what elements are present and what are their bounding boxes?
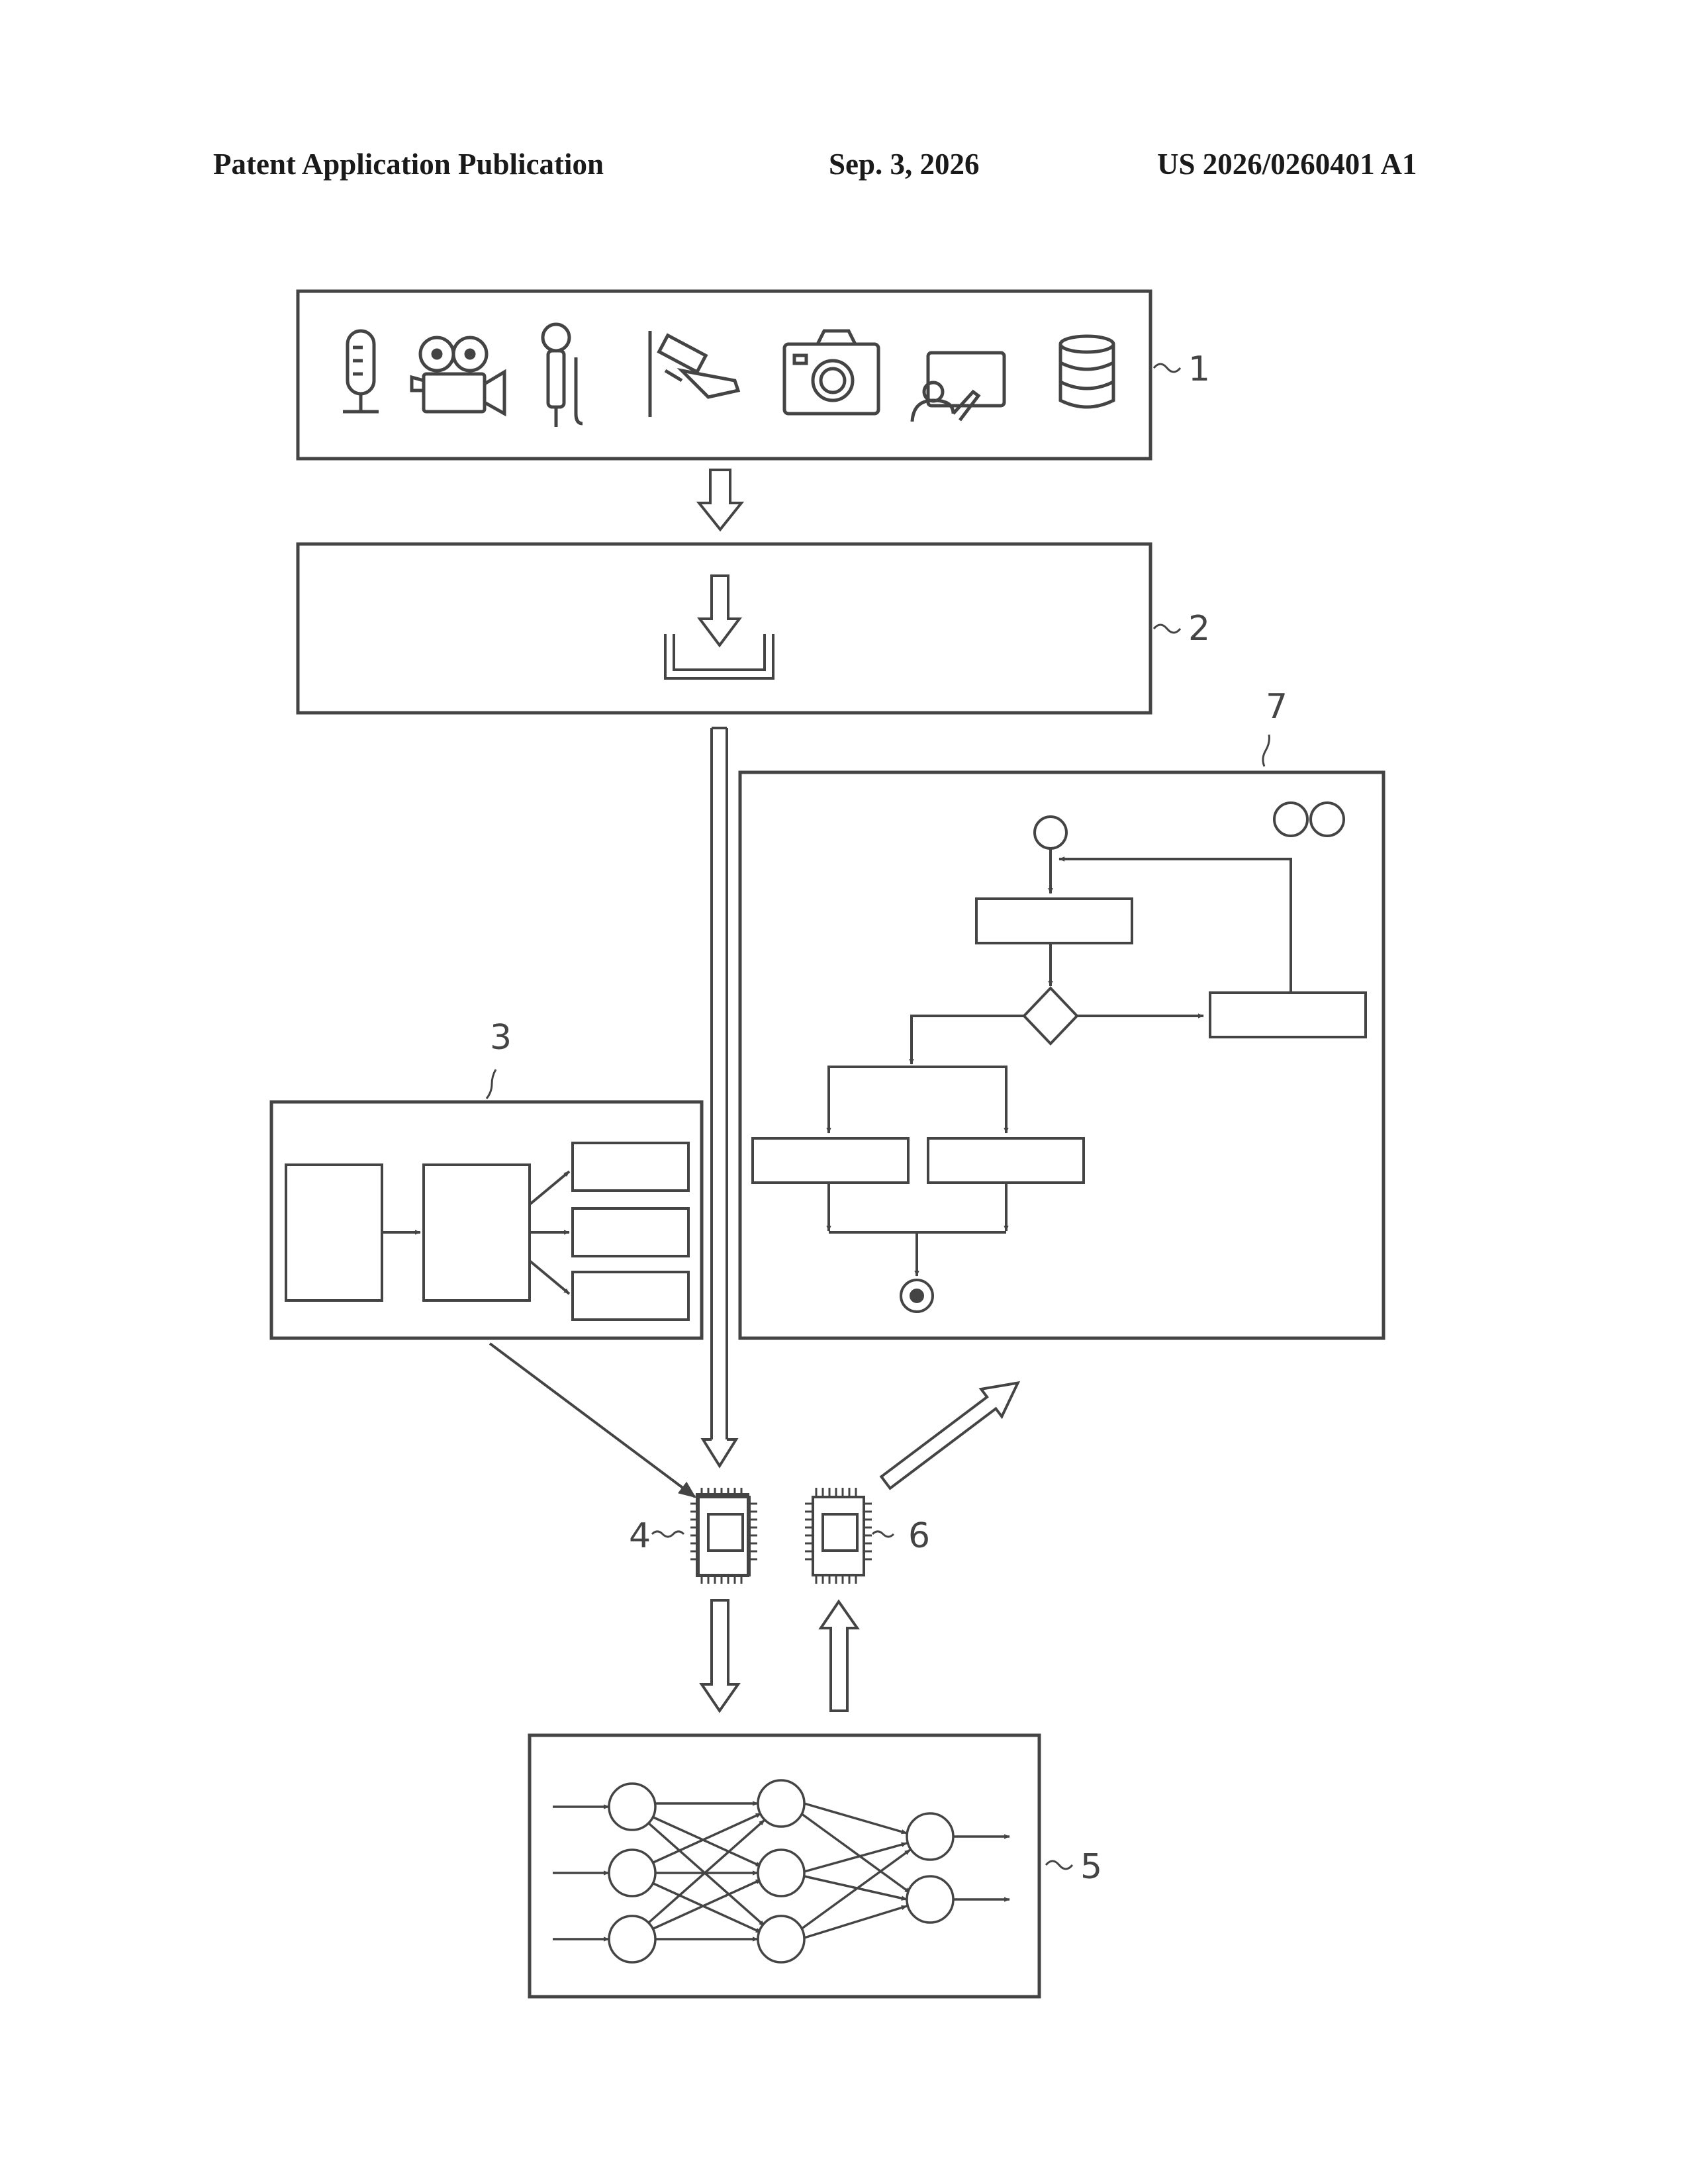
flowchart-decision — [1024, 988, 1077, 1044]
reference-numeral-5: 5 — [1080, 1847, 1102, 1887]
reference-numeral-2: 2 — [1188, 609, 1210, 649]
surveillance-camera-icon — [650, 331, 738, 417]
leader-7 — [1263, 735, 1270, 766]
flowchart-process-2 — [1210, 993, 1366, 1037]
hollow-arrow-1-to-2 — [699, 470, 741, 529]
output-neuron-2 — [907, 1876, 953, 1923]
model-box-middle — [424, 1165, 530, 1300]
handheld-microphone-icon — [543, 324, 583, 427]
model-box-output-2 — [573, 1208, 688, 1256]
hidden-neuron-1 — [758, 1780, 804, 1827]
data-model-block — [271, 1102, 702, 1338]
video-camera-icon — [412, 338, 504, 414]
leader-1 — [1154, 364, 1180, 372]
reference-numeral-7: 7 — [1266, 687, 1288, 727]
flowchart-process-1 — [976, 899, 1132, 943]
model-box-output-1 — [573, 1143, 688, 1191]
reference-numeral-1: 1 — [1188, 349, 1210, 389]
leader-2 — [1154, 625, 1180, 633]
photo-camera-icon — [784, 331, 878, 414]
flowchart-process-3 — [753, 1138, 908, 1183]
flowchart-indicator-circle-right — [1311, 803, 1344, 836]
leader-6 — [872, 1531, 894, 1537]
flowchart-indicator-circle-left — [1274, 803, 1307, 836]
download-tray-icon — [665, 576, 773, 678]
hidden-neuron-2 — [758, 1850, 804, 1896]
input-neuron-2 — [609, 1850, 655, 1896]
neural-network — [553, 1780, 1009, 1962]
flowchart-start-node — [1035, 817, 1066, 848]
hollow-arrow-5-to-6 — [821, 1602, 857, 1711]
flowchart-end-node-center — [911, 1290, 923, 1302]
leader-4 — [652, 1531, 684, 1537]
hollow-arrow-2-to-4 — [703, 728, 736, 1466]
hollow-arrow-4-to-5 — [702, 1600, 738, 1711]
input-neuron-3 — [609, 1916, 655, 1962]
data-model — [286, 1143, 688, 1320]
model-box-source — [286, 1165, 382, 1300]
reference-numeral-3: 3 — [490, 1018, 512, 1058]
leader-3 — [487, 1069, 496, 1099]
hidden-neuron-3 — [758, 1916, 804, 1962]
input-neuron-1 — [609, 1784, 655, 1830]
arrow-3-to-4 — [490, 1343, 695, 1497]
microphone-icon — [343, 331, 379, 412]
flowchart-process-4 — [928, 1138, 1084, 1183]
processor-chip-4 — [690, 1488, 757, 1584]
hollow-arrow-6-to-7 — [875, 1369, 1028, 1496]
touch-screen-icon — [912, 353, 1004, 422]
model-box-output-3 — [573, 1272, 688, 1320]
database-icon — [1060, 336, 1113, 407]
reference-numeral-6: 6 — [908, 1516, 930, 1556]
flowchart-block — [740, 772, 1383, 1338]
reference-numeral-4: 4 — [629, 1516, 651, 1556]
flowchart — [753, 803, 1366, 1312]
output-neuron-1 — [907, 1813, 953, 1860]
data-import-block — [298, 544, 1150, 713]
leader-5 — [1046, 1861, 1072, 1869]
processor-chip-6 — [805, 1488, 872, 1584]
